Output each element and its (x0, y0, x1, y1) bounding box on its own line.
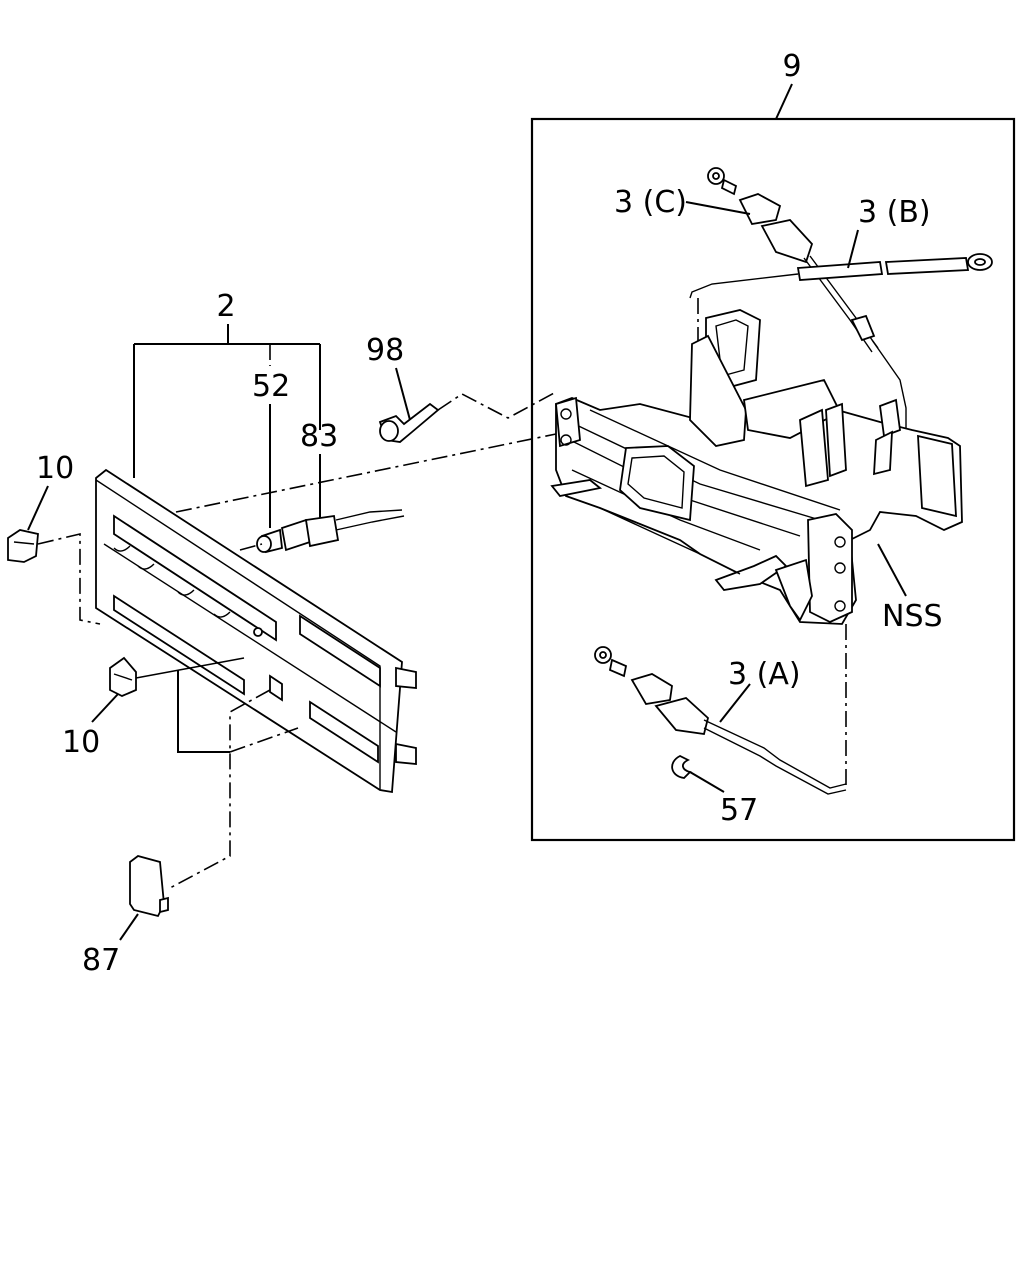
knob-top-leader (27, 485, 49, 531)
label-knob-top: 10 (36, 451, 74, 486)
label-nss: NSS (882, 599, 943, 634)
cable-a (594, 624, 847, 795)
clip-leader (689, 771, 725, 793)
label-clip: 57 (720, 793, 758, 828)
label-assembly: 9 (782, 49, 801, 84)
bolt-group: 98 (366, 333, 557, 443)
assembly-leader (775, 83, 793, 120)
label-panel: 2 (216, 289, 235, 324)
label-bolt: 98 (366, 333, 404, 368)
clip-part (671, 754, 692, 779)
knob-bottom-leader (91, 693, 119, 723)
bulb-socket-part (256, 509, 405, 554)
cap-leader (119, 913, 139, 941)
label-cable-c: 3 (C) (614, 185, 687, 220)
cable-c (707, 167, 907, 500)
cable-c-leader (685, 201, 751, 215)
cap-group: 87 (82, 689, 271, 978)
label-cable-a: 3 (A) (728, 657, 801, 692)
control-assembly-group: 9 3 (C) 3 (B) (530, 49, 1016, 842)
knob-top-part (7, 529, 39, 563)
label-cap: 87 (82, 943, 120, 978)
panel-group: 2 52 83 (95, 289, 557, 794)
control-mechanism (550, 309, 963, 625)
cable-b-leader (847, 229, 859, 269)
label-cable-b: 3 (B) (858, 195, 931, 230)
control-panel-part (95, 468, 417, 794)
cable-a-leader (719, 683, 751, 723)
cap-part (129, 855, 165, 918)
label-knob-bottom: 10 (62, 725, 100, 760)
label-socket: 83 (300, 419, 338, 454)
bolt-leader (395, 367, 411, 421)
cable-b (689, 253, 993, 460)
assembly-frame (530, 117, 1016, 842)
label-bulb: 52 (252, 369, 290, 404)
knob-top-group: 10 (7, 451, 101, 625)
knob-bottom-group: 10 (62, 656, 245, 760)
nss-leader (877, 543, 907, 597)
